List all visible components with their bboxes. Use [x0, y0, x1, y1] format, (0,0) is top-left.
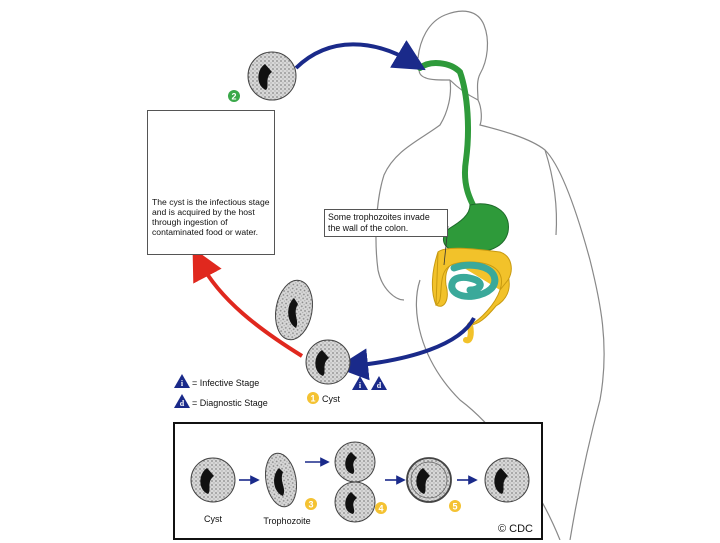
step-1-label: 1	[310, 394, 315, 404]
legend-i-symbol: i	[181, 379, 184, 388]
legend-d-symbol: d	[180, 399, 185, 408]
infective-diagnostic-markers: i d	[352, 376, 387, 390]
step-1-marker: 1	[307, 392, 319, 404]
bottom-stages-svg: 3 4 5 Cyst Tr	[190, 441, 533, 535]
bottom-stages-panel: 3 4 5 Cyst Tr	[173, 422, 543, 540]
step-4-label: 4	[378, 504, 383, 514]
bottom-trophozoite-label: Trophozoite	[263, 516, 310, 526]
step-5-marker: 5	[449, 500, 461, 512]
bottom-cyst-label: Cyst	[204, 514, 222, 524]
bottom-trophozoite	[265, 452, 297, 508]
step-3-marker: 3	[305, 498, 317, 510]
bottom-dividing-trophozoites	[334, 441, 376, 523]
digestive-tract	[417, 60, 512, 344]
legend-diagnostic-label: = Diagnostic Stage	[192, 398, 268, 408]
cyst-top	[247, 51, 297, 101]
step-2-label: 2	[231, 92, 236, 102]
step-5-label: 5	[452, 502, 457, 512]
trophozoite-cycle	[275, 279, 313, 341]
bottom-cyst	[190, 457, 236, 503]
bottom-final-cyst	[484, 457, 530, 503]
arrow-colon-to-cyst	[336, 316, 476, 381]
marker-i: i	[359, 381, 362, 390]
invade-label-box: Some trophozoites invade the wall of the…	[324, 209, 448, 237]
marker-d: d	[377, 381, 382, 390]
bottom-precyst	[406, 457, 452, 503]
info-box: The cyst is the infectious stage and is …	[147, 110, 275, 255]
legend-infective-label: = Infective Stage	[192, 378, 259, 388]
cdc-credit: © CDC	[498, 523, 533, 535]
step-3-label: 3	[308, 500, 313, 510]
arrow-cyst-to-mouth	[294, 40, 426, 71]
step-4-marker: 4	[375, 502, 387, 514]
arrow-cyst-to-food	[192, 247, 304, 358]
step-2-marker: 2	[228, 90, 240, 102]
legend: i = Infective Stage d = Diagnostic Stage	[174, 374, 268, 408]
cyst-step1	[305, 339, 351, 385]
info-box-text: The cyst is the infectious stage and is …	[152, 197, 270, 237]
cyst-step1-text: Cyst	[322, 394, 340, 404]
